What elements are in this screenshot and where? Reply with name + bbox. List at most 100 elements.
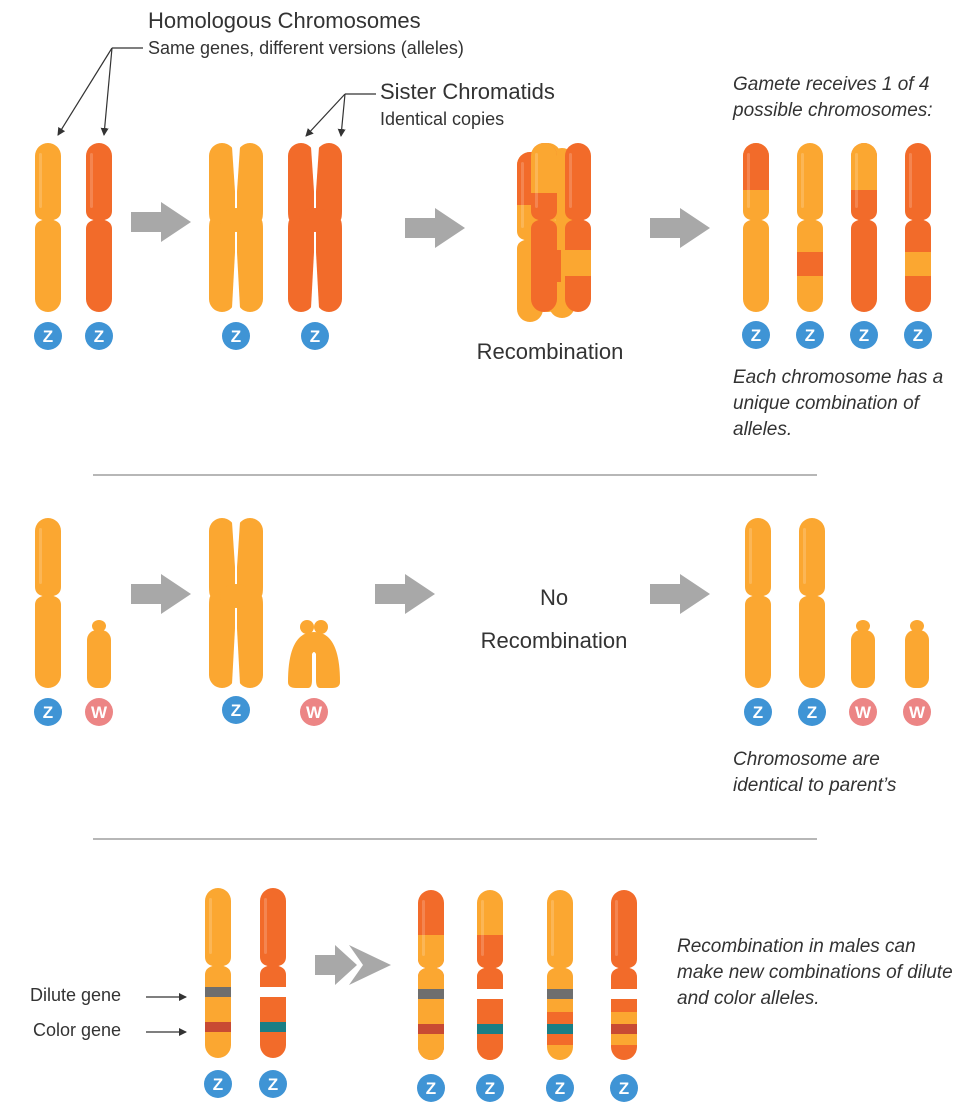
badge-w-s2-4-letter: W	[909, 703, 926, 722]
chromosome-gamete-4	[905, 143, 931, 312]
badge-z-gamete-1-circle	[742, 321, 770, 349]
chromosome-s3-parent-1-highlight	[209, 898, 212, 954]
arrow-s2-1-shape	[131, 574, 191, 614]
males-recombination-note: Recombination in males can make new comb…	[677, 936, 953, 1009]
chromosome-s2-result-w-1-body	[851, 630, 875, 688]
chromosome-gamete-4-body	[905, 143, 931, 312]
chromosome-gamete-2-band-1	[797, 252, 823, 276]
chromosome-s1-homolog-1-body	[35, 143, 61, 312]
chromosome-s3-result-1-highlight	[422, 900, 425, 956]
badge-z-gamete-2-letter: Z	[805, 326, 815, 345]
chromosome-s2-z-body	[35, 518, 61, 688]
badge-z-gamete-1: Z	[742, 321, 770, 349]
no-recombination-label: Recombination	[480, 628, 628, 653]
badge-z-s1-1: Z	[34, 322, 62, 350]
badge-z-s1-3-circle	[222, 322, 250, 350]
chromosome-gamete-2-highlight	[801, 153, 804, 208]
badge-z-s2-2: Z	[222, 696, 250, 724]
chromosome-s1-replicated-light	[209, 143, 263, 312]
badge-z-s2-1-circle	[34, 698, 62, 726]
chromosome-s3-result-1-band-3	[418, 1024, 444, 1034]
chromosome-s3-parent-1-band-1	[205, 987, 231, 997]
badge-z-s3-3-letter: Z	[426, 1079, 436, 1098]
chromosome-s1-recomb-front-2	[531, 143, 557, 312]
chromosome-s2-replicated-w	[288, 620, 340, 688]
badge-z-s3-4-circle	[476, 1074, 504, 1102]
badge-z-s2-3-circle	[744, 698, 772, 726]
dilute-gene-label: Dilute gene	[30, 985, 122, 1005]
sister-pointer-left	[305, 93, 346, 137]
badge-z-s2-4: Z	[798, 698, 826, 726]
chromosome-s1-replicated-dark-left-chromatid	[288, 143, 314, 312]
badge-z-s3-5: Z	[546, 1074, 574, 1102]
chromosome-s2-result-z-1-highlight	[749, 528, 752, 584]
badge-z-gamete-4-letter: Z	[913, 326, 923, 345]
arrow-s1-3	[650, 208, 710, 248]
badge-z-s1-2-letter: Z	[94, 327, 104, 346]
chromosome-s1-recomb-front-2-band-1	[531, 143, 557, 193]
badge-w-s2-1-letter: W	[91, 703, 108, 722]
arrow-s1-1-shape	[131, 202, 191, 242]
chromosome-gamete-2-body	[797, 143, 823, 312]
badge-z-s3-2-letter: Z	[268, 1075, 278, 1094]
no-label: No	[539, 585, 569, 610]
chromosome-gamete-3-highlight	[855, 153, 858, 208]
badge-w-s2-2: W	[300, 698, 328, 726]
badge-z-s1-3: Z	[222, 322, 250, 350]
badge-z-s1-4-circle	[301, 322, 329, 350]
chromosome-s3-result-1	[418, 890, 444, 1060]
chromosome-s2-z-highlight	[39, 528, 42, 584]
arrow-s2-3-shape	[650, 574, 710, 614]
badge-z-s2-1: Z	[34, 698, 62, 726]
badge-z-s3-1: Z	[204, 1070, 232, 1098]
chromosome-s2-replicated-z-centromere	[220, 584, 252, 608]
recombination-label: Recombination	[476, 339, 624, 364]
chromosome-s1-homolog-2-highlight	[90, 153, 93, 208]
arrow-s2-1	[131, 574, 191, 614]
badge-z-s3-6-letter: Z	[619, 1079, 629, 1098]
badge-z-s3-4-letter: Z	[485, 1079, 495, 1098]
arrow-s1-3-shape	[650, 208, 710, 248]
chromosome-s2-result-w-2-head	[910, 620, 924, 632]
chromosome-s2-result-z-1	[745, 518, 771, 688]
sister-chromatids-title: Sister Chromatids	[380, 79, 555, 104]
chromosome-s3-result-3	[547, 890, 573, 1060]
chromosome-s1-replicated-dark-bottom-notch	[311, 234, 319, 308]
chromosome-s3-result-3-highlight	[551, 900, 554, 956]
chromosome-s3-result-1-band-2	[418, 989, 444, 999]
badge-z-s2-4-letter: Z	[807, 703, 817, 722]
chromosome-s1-homolog-2	[86, 143, 112, 312]
chromosome-s2-result-w-2-body	[905, 630, 929, 688]
chromosome-s1-homolog-1-highlight	[39, 153, 42, 208]
chromosome-gamete-2	[797, 143, 823, 312]
badge-z-s3-6-circle	[610, 1074, 638, 1102]
chromosome-s1-replicated-light-centromere	[220, 208, 252, 232]
badge-w-s2-4-circle	[903, 698, 931, 726]
badge-z-gamete-4-circle	[904, 321, 932, 349]
chromosome-s1-recomb-front-1-band-1	[565, 250, 591, 276]
chromosome-s3-result-4-highlight	[615, 900, 618, 956]
badge-z-gamete-2: Z	[796, 321, 824, 349]
chromosome-s2-replicated-z-top-notch	[232, 522, 240, 582]
chromosome-s1-replicated-light-top-notch	[232, 147, 240, 206]
badge-z-s2-4-circle	[798, 698, 826, 726]
badge-z-s3-3-circle	[417, 1074, 445, 1102]
chromosome-s2-result-z-1-body	[745, 518, 771, 688]
chromosome-s3-parent-1-body	[205, 888, 231, 1058]
chromosome-s1-replicated-dark-right-chromatid	[316, 143, 342, 312]
chromosome-s1-replicated-light-bottom-notch	[232, 234, 240, 308]
chromosome-s1-replicated-dark-centromere	[299, 208, 331, 232]
badge-w-s2-4: W	[903, 698, 931, 726]
chromosome-s3-result-4-band-3	[611, 1024, 637, 1034]
badge-z-s3-1-letter: Z	[213, 1075, 223, 1094]
badge-z-s3-5-letter: Z	[555, 1079, 565, 1098]
chromosome-s1-replicated-dark-top-notch	[311, 147, 319, 206]
badge-w-s2-3: W	[849, 698, 877, 726]
badge-w-s2-1-circle	[85, 698, 113, 726]
chromosome-gamete-1-highlight	[747, 153, 750, 208]
color-gene-label: Color gene	[33, 1020, 122, 1040]
arrow-s2-2	[375, 574, 435, 614]
unique-combination-note: Each chromosome has a unique combination…	[733, 367, 944, 440]
chromosome-s1-homolog-2-body	[86, 143, 112, 312]
badge-z-s1-1-circle	[34, 322, 62, 350]
